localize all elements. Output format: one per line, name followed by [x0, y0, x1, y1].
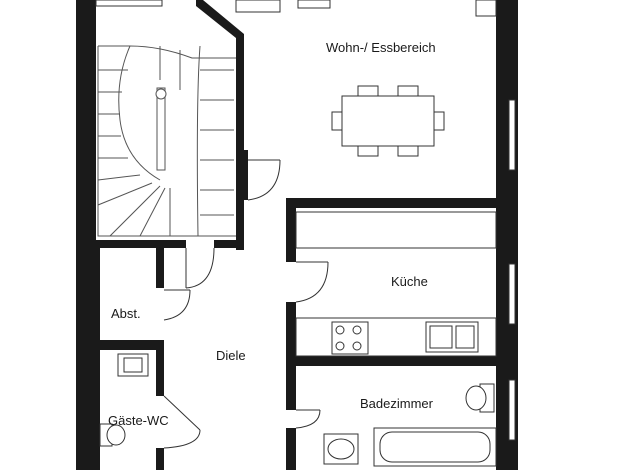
room-label-hall: Diele: [216, 348, 246, 363]
bathtub-icon: [373, 427, 497, 467]
room-label-guest-wc: Gäste-WC: [108, 413, 169, 428]
room-label-living: Wohn-/ Essbereich: [326, 40, 436, 55]
wc-toilet-icon: [99, 423, 126, 447]
dining-table-icon: [331, 85, 445, 157]
wc-washbasin-icon: [117, 353, 149, 377]
doors: [163, 159, 329, 449]
room-label-kitchen: Küche: [391, 274, 428, 289]
kitchen-counter: [295, 211, 497, 357]
room-label-bath: Badezimmer: [360, 396, 433, 411]
stair-window: [95, 0, 163, 7]
stove-icon: [331, 321, 369, 355]
staircase-icon: [97, 45, 236, 237]
furniture-top: [235, 0, 497, 17]
washbasin-icon: [323, 433, 359, 465]
windows: [508, 99, 516, 441]
room-label-storage: Abst.: [111, 306, 141, 321]
sink-icon: [425, 321, 479, 353]
toilet-icon: [465, 383, 495, 413]
